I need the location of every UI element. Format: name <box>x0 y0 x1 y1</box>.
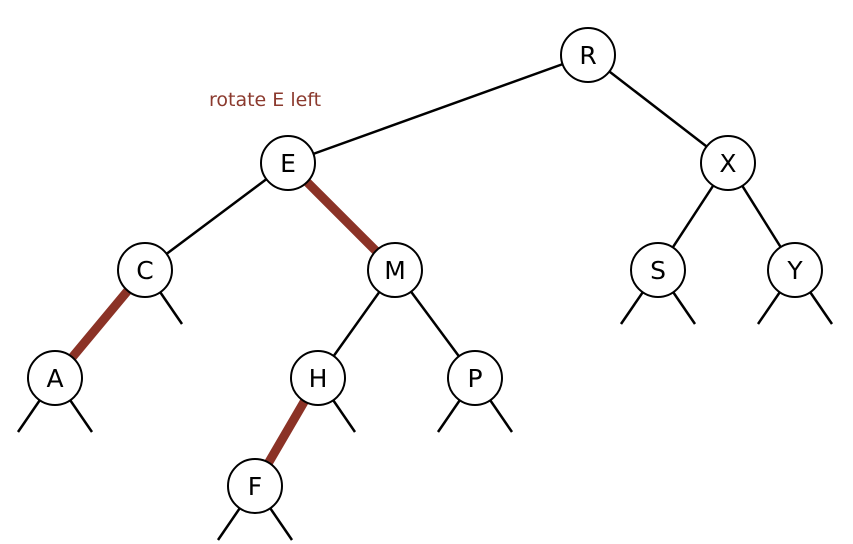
node-label-M: M <box>384 256 406 285</box>
node-A <box>27 350 83 406</box>
node-label-E: E <box>280 149 296 178</box>
node-label-R: R <box>579 41 596 70</box>
rotation-caption: rotate E left <box>209 89 322 111</box>
node-label-H: H <box>309 364 328 393</box>
node-P <box>447 350 503 406</box>
node-label-P: P <box>467 364 482 393</box>
node-S <box>630 242 686 298</box>
node-F <box>227 458 283 514</box>
node-R <box>560 27 616 83</box>
node-label-A: A <box>46 364 63 393</box>
node-M <box>367 242 423 298</box>
node-label-F: F <box>248 472 262 501</box>
node-label-Y: Y <box>786 256 803 285</box>
node-label-X: X <box>719 149 736 178</box>
black-link-E-C <box>144 161 289 272</box>
node-label-S: S <box>650 256 666 285</box>
node-C <box>117 242 173 298</box>
node-label-C: C <box>136 256 153 285</box>
node-H <box>290 350 346 406</box>
node-X <box>700 135 756 191</box>
node-Y <box>767 242 823 298</box>
node-E <box>260 135 316 191</box>
black-link-R-X <box>587 54 729 164</box>
black-link-R-E <box>287 53 589 165</box>
